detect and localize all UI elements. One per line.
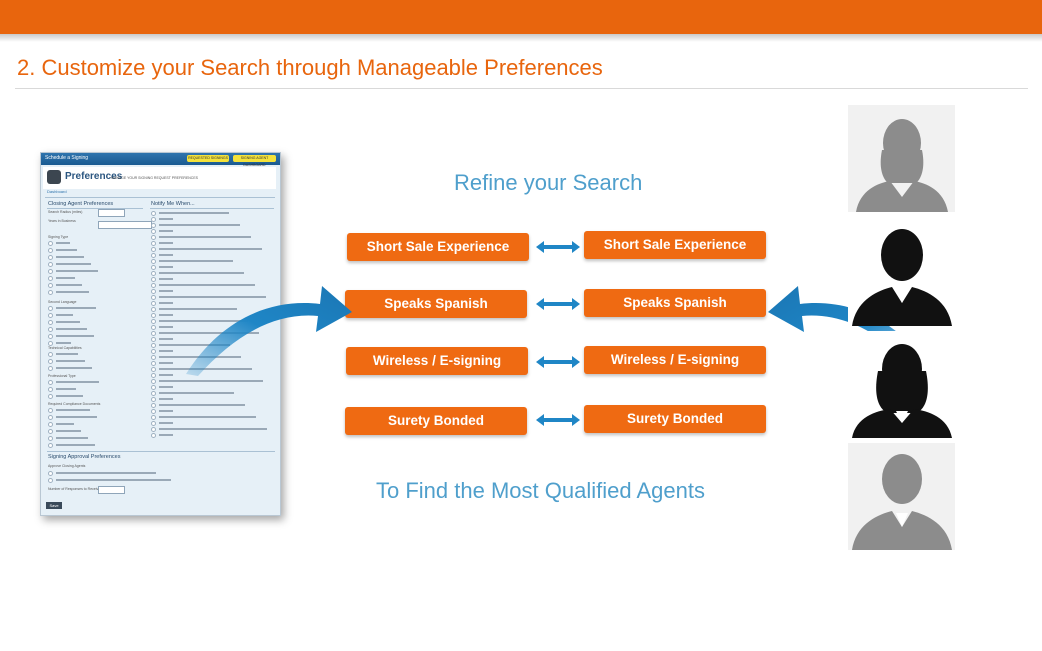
avatar-male-black <box>848 219 955 326</box>
second-language-label: Second Language <box>48 300 77 304</box>
left-pill-surety-bonded: Surety Bonded <box>345 407 527 435</box>
compliance-documents-label: Required Compliance Documents <box>48 402 101 406</box>
screenshot-app-title: Schedule a Signing <box>45 155 89 161</box>
double-arrow-icon <box>536 356 580 368</box>
avatar-male-gray <box>848 443 955 550</box>
requested-signings-button[interactable]: REQUESTED SIGNINGS <box>187 155 229 162</box>
double-arrow-icon <box>536 241 580 253</box>
left-pill-short-sale: Short Sale Experience <box>347 233 529 261</box>
refine-search-heading: Refine your Search <box>454 170 643 195</box>
responses-label: Number of Responses to Receive <box>48 487 101 491</box>
title-divider <box>15 88 1028 89</box>
preferences-app-icon <box>47 170 61 184</box>
right-pill-surety-bonded: Surety Bonded <box>584 405 766 433</box>
curved-arrow-icon-left <box>186 286 352 376</box>
signing-approval-heading: Signing Approval Preferences <box>48 454 121 460</box>
find-agents-heading: To Find the Most Qualified Agents <box>376 478 705 503</box>
avatar-female-black <box>848 331 955 438</box>
professional-type-label: Professional Type <box>48 374 76 378</box>
right-pill-speaks-spanish: Speaks Spanish <box>584 289 766 317</box>
left-pill-wireless: Wireless / E-signing <box>346 347 528 375</box>
top-bar-shadow <box>0 34 1042 42</box>
tab-dashboard[interactable]: Dashboard <box>47 189 67 194</box>
search-radius-select[interactable] <box>98 209 125 217</box>
screenshot-header: Schedule a Signing REQUESTED SIGNINGS SI… <box>41 153 280 167</box>
closing-agent-preferences-heading: Closing Agent Preferences <box>48 201 114 207</box>
divider <box>45 197 275 198</box>
preferences-heading: Preferences <box>65 171 123 182</box>
person-silhouette-icon <box>852 454 952 550</box>
left-pill-speaks-spanish: Speaks Spanish <box>345 290 527 318</box>
right-pill-short-sale: Short Sale Experience <box>584 231 766 259</box>
responses-select[interactable] <box>98 486 125 494</box>
save-button[interactable]: Save <box>46 502 62 509</box>
top-orange-bar <box>0 0 1042 34</box>
preferences-subheading: MANAGE YOUR SIGNING REQUEST PREFERENCES <box>111 176 198 180</box>
notify-me-heading: Notify Me When... <box>151 201 195 207</box>
divider <box>47 451 275 452</box>
search-radius-label: Search Radius (miles) <box>48 210 83 214</box>
right-pill-wireless: Wireless / E-signing <box>584 346 766 374</box>
page-title: 2. Customize your Search through Managea… <box>17 55 603 80</box>
person-silhouette-icon <box>852 344 952 438</box>
person-silhouette-icon <box>856 119 948 212</box>
double-arrow-icon <box>536 298 580 310</box>
years-in-business-label: Years in Business <box>48 219 76 223</box>
approve-closing-agents-label: Approve Closing Agents <box>48 464 86 468</box>
preferences-banner: Preferences MANAGE YOUR SIGNING REQUEST … <box>43 167 276 189</box>
divider <box>47 208 143 209</box>
divider <box>150 208 274 209</box>
double-arrow-icon <box>536 414 580 426</box>
technical-capabilities-label: Technical Capabilities <box>48 346 82 350</box>
signing-type-label: Signing Type <box>48 235 69 239</box>
years-in-business-input[interactable] <box>98 221 152 229</box>
signing-agent-dashboard-button[interactable]: SIGNING AGENT DASHBOARD <box>233 155 276 167</box>
curved-arrow-icon-right <box>768 286 934 376</box>
person-silhouette-icon <box>852 229 952 326</box>
avatar-female-gray <box>848 105 955 212</box>
